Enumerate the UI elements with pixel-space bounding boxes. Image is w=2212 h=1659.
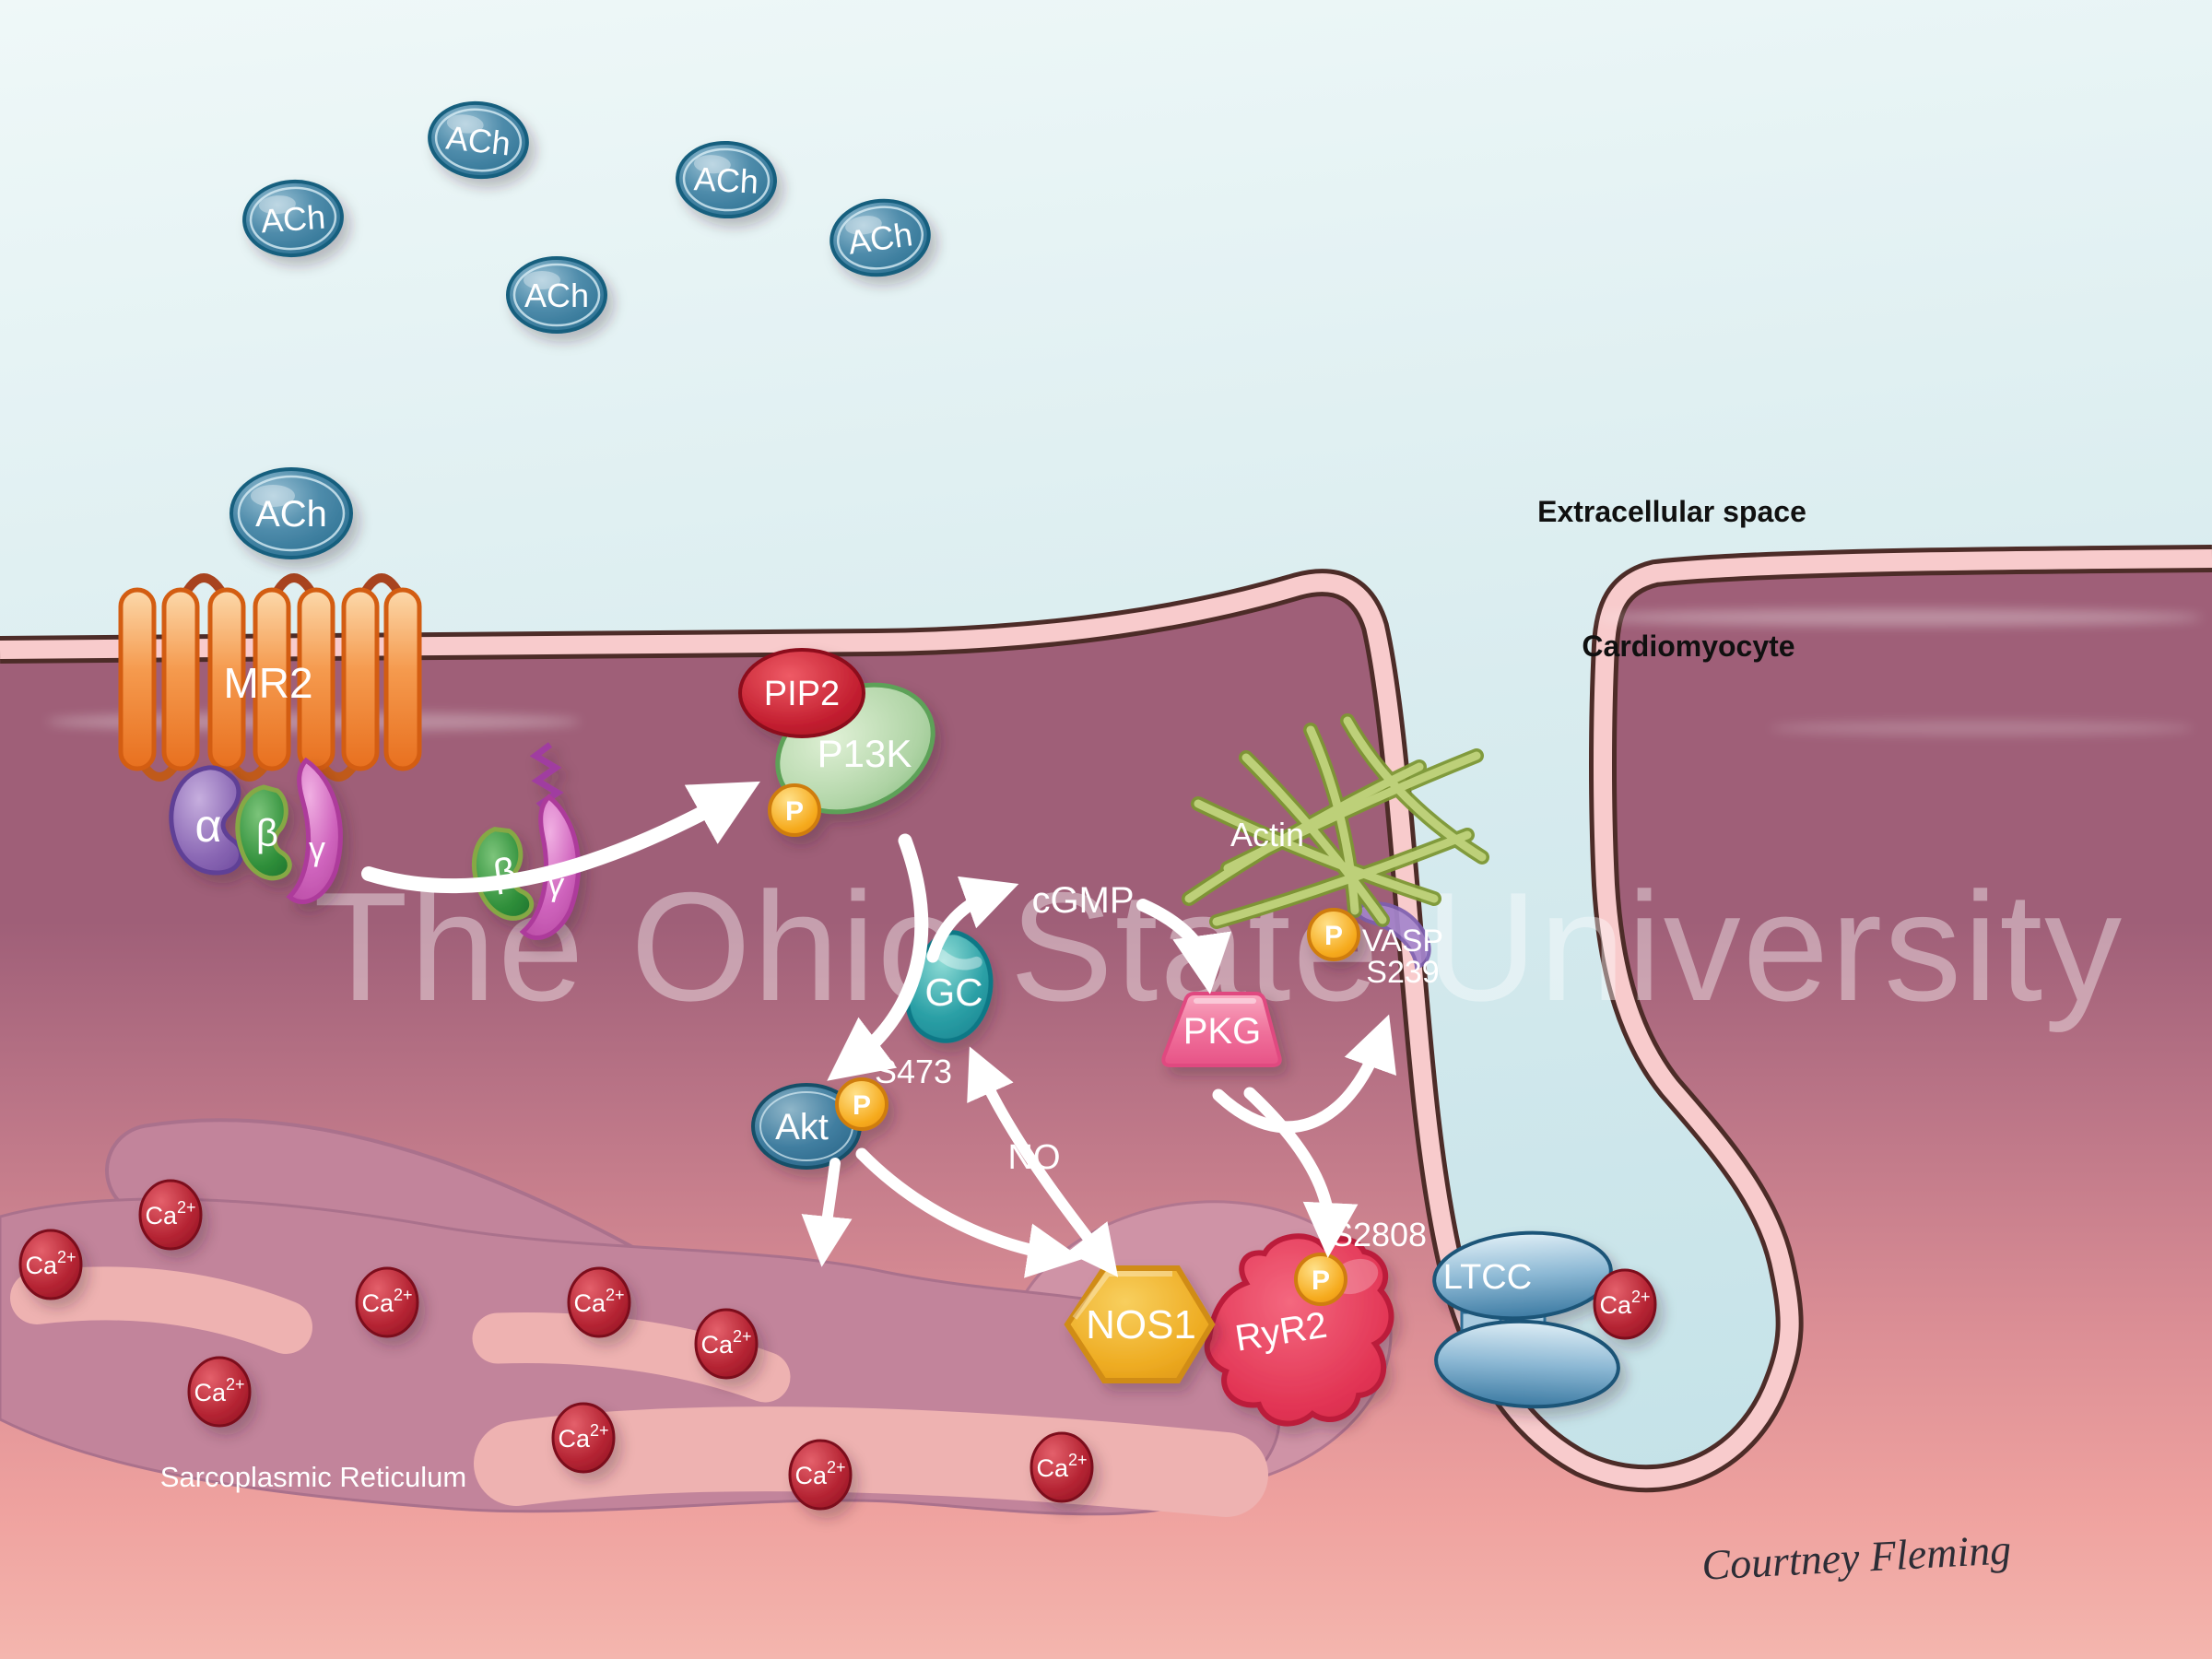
svg-text:ACh: ACh	[260, 198, 327, 241]
arrow-akt-to-nos1	[855, 1147, 1083, 1278]
ach-molecule: ACh	[506, 256, 607, 334]
svg-text:ACh: ACh	[444, 118, 512, 162]
ach-ligands: ACh ACh ACh ACh ACh ACh	[229, 100, 931, 559]
sr-lumen-channel	[474, 1406, 1268, 1517]
ach-molecule: ACh	[428, 100, 529, 180]
svg-text:Ca2+: Ca2+	[794, 1458, 845, 1489]
g-gamma-subunit: γ	[286, 757, 343, 904]
svg-text:Ca2+: Ca2+	[361, 1286, 412, 1317]
phosphate-label: P	[1324, 921, 1343, 951]
ryr2-site-label: S2808	[1331, 1216, 1427, 1253]
p13k-label: P13K	[818, 732, 912, 775]
mr2-receptor: MR2	[118, 573, 422, 782]
arrow-cgmp-to-pkg	[1136, 899, 1232, 994]
extracellular-space-label: Extracellular space	[1537, 495, 1806, 528]
pkg-kinase: PKG	[1161, 992, 1282, 1067]
svg-text:Ca2+: Ca2+	[573, 1286, 624, 1317]
arrow-p13k-to-akt	[827, 833, 929, 1081]
arrow-akt-branch	[801, 1158, 853, 1267]
actin-label: Actin	[1230, 816, 1304, 853]
svg-text:ACh: ACh	[524, 276, 589, 314]
mr2-label: MR2	[223, 659, 312, 707]
calcium-ion: Ca2+	[694, 1308, 759, 1380]
svg-text:ACh: ACh	[846, 215, 915, 261]
svg-text:Ca2+: Ca2+	[194, 1375, 244, 1406]
phosphate-on-vasp	[1307, 908, 1360, 961]
ltcc-label: LTCC	[1443, 1258, 1532, 1297]
vasp-site-label: S239	[1366, 955, 1439, 990]
svg-text:Ca2+: Ca2+	[145, 1198, 195, 1230]
alpha-label: α	[195, 800, 222, 852]
calcium-ion: Ca2+	[138, 1179, 203, 1251]
vasp-label: VASP	[1362, 924, 1443, 959]
signaling-arrows	[361, 781, 1396, 1278]
calcium-ion: Ca2+	[187, 1356, 252, 1428]
svg-text:Ca2+: Ca2+	[25, 1248, 76, 1279]
g-beta-subunit: β	[235, 784, 292, 881]
phosphate-label: P	[785, 796, 804, 827]
arrow-betagamma-to-p13k	[361, 781, 760, 894]
nos1-label: NOS1	[1086, 1302, 1196, 1347]
p13k-complex: PIP2 P13K P	[738, 648, 935, 837]
akt-kinase: Akt P	[751, 1077, 888, 1170]
calcium-ion: Ca2+	[788, 1439, 853, 1511]
ach-molecule: ACh	[830, 198, 931, 277]
arrow-pkg-to-s2808	[1243, 1087, 1359, 1258]
cardiomyocyte-label: Cardiomyocyte	[1582, 629, 1794, 663]
gc-label: GC	[925, 971, 983, 1014]
calcium-ion: Ca2+	[18, 1229, 83, 1300]
calcium-ion: Ca2+	[1030, 1431, 1094, 1503]
svg-text:Ca2+: Ca2+	[1599, 1288, 1650, 1319]
actin-filaments	[1182, 713, 1489, 929]
transmembrane-helices	[118, 587, 422, 771]
nos1-enzyme: NOS1	[1064, 1265, 1216, 1383]
svg-text:Ca2+: Ca2+	[558, 1421, 608, 1453]
pkg-label: PKG	[1183, 1011, 1261, 1052]
plasma-membrane	[0, 545, 2212, 1493]
calcium-ion: Ca2+	[355, 1266, 419, 1338]
ach-molecule: ACh	[676, 140, 777, 219]
phosphate-on-p13k	[768, 783, 821, 837]
sr-lumen-channel	[10, 1266, 312, 1354]
svg-text:Ca2+: Ca2+	[700, 1327, 751, 1359]
phosphate-label: P	[853, 1090, 871, 1121]
cgmp-label: cGMP	[1031, 880, 1134, 921]
svg-text:ACh: ACh	[693, 159, 759, 201]
pip2-label: PIP2	[764, 675, 840, 713]
calcium-ion: Ca2+	[567, 1266, 631, 1338]
g-protein-trimer: α γ β	[169, 757, 343, 904]
calcium-ions: Ca2+ Ca2+ Ca2+ Ca2+ Ca2+ Ca2+ Ca2+ Ca2+ …	[18, 1179, 1657, 1511]
ach-molecule: ACh	[242, 179, 344, 258]
lipid-anchor-zigzag	[529, 742, 564, 818]
arrow-no-gc-nos1	[967, 1046, 1119, 1277]
arrow-gc-to-cgmp	[926, 876, 1019, 963]
phosphate-label: P	[1312, 1265, 1330, 1296]
akt-label: Akt	[775, 1107, 829, 1147]
s473-site-label: S473	[875, 1053, 952, 1090]
calcium-ion: Ca2+	[551, 1402, 616, 1474]
pip2-body	[738, 648, 865, 738]
ach-molecule-bound: ACh	[229, 467, 353, 559]
arrow-pkg-to-vasp	[1212, 1014, 1396, 1134]
svg-text:Ca2+: Ca2+	[1036, 1451, 1087, 1482]
beta-label: β	[256, 811, 278, 854]
no-label: NO	[1008, 1138, 1061, 1177]
sarcoplasmic-reticulum-label: Sarcoplasmic Reticulum	[160, 1461, 467, 1493]
calcium-ion: Ca2+	[1593, 1268, 1657, 1340]
svg-text:ACh: ACh	[255, 494, 327, 535]
ltcc-channel: LTCC	[1432, 1230, 1620, 1409]
gamma-label: γ	[309, 830, 325, 867]
